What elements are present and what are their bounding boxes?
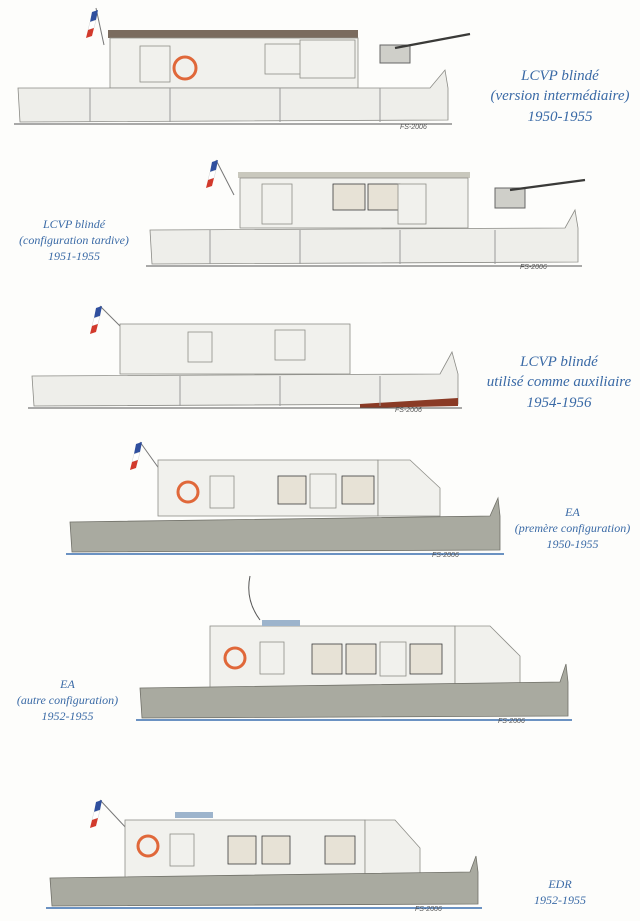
plate-caption: LCVP blindé (version intermédiaire) 1950… [480,66,640,127]
boat-drawing-lcvp-late [146,159,586,267]
french-flag-icon [206,159,235,196]
caption-dates: 1950-1955 [546,537,599,552]
machine-gun-icon [379,32,471,64]
plate-edr: FS-2006 EDR 1952-1955 [0,740,640,921]
french-flag-icon [90,799,129,831]
caption-subtitle: utilisé comme auxiliaire [486,374,632,391]
plate-caption: EA (autre configuration) 1952-1955 [0,676,135,725]
boat-drawing-ea-other [136,575,572,721]
plate-lcvp-auxiliary: FS-2006 LCVP blindé utilisé comme auxili… [0,300,640,430]
french-flag-icon [90,305,125,334]
boat-drawing-lcvp-intermediate [14,7,471,125]
caption-title: LCVP blindé [520,354,598,370]
plate-ea-other: FS-2006 EA (autre configuration) 1952-19… [0,570,640,740]
caption-dates: 1950-1955 [527,108,593,125]
caption-dates: 1952-1955 [41,709,94,724]
machine-gun-icon [494,178,586,209]
french-flag-icon [86,7,105,46]
plate-caption: EA (premère configuration) 1950-1955 [505,504,640,553]
caption-dates: 1952-1955 [534,893,586,908]
caption-dates: 1954-1956 [526,394,592,411]
caption-subtitle: (version intermédiaire) [490,88,630,105]
boat-drawing-lcvp-auxiliary [28,305,462,409]
artist-credit: FS-2006 [520,264,547,271]
plate-lcvp-intermediate: FS-2006 LCVP blindé (version intermédiai… [0,0,640,150]
caption-subtitle: (premère configuration) [514,521,631,536]
caption-subtitle: (configuration tardive) [19,233,129,248]
caption-title: EDR [548,877,572,891]
plate-ea-first: FS-2006 EA (premère configuration) 1950-… [0,430,640,570]
plate-caption: EDR 1952-1955 [500,876,620,908]
artist-credit: FS-2006 [432,552,459,559]
caption-title: EA [60,677,75,691]
plate-lcvp-late: FS-2006 LCVP blindé (configuration tardi… [0,150,640,300]
artist-credit: FS-2006 [415,906,442,913]
caption-dates: 1951-1955 [48,249,100,264]
artist-credit: FS-2006 [400,124,427,131]
boat-drawing-edr [46,799,482,909]
plate-caption: LCVP blindé (configuration tardive) 1951… [0,216,148,265]
caption-title: LCVP blindé [42,217,106,231]
caption-title: EA [565,505,580,519]
artist-credit: FS-2006 [498,718,525,725]
artist-credit: FS-2006 [395,407,422,414]
caption-title: LCVP blindé [521,68,599,84]
antenna-icon [248,575,261,621]
boat-drawing-ea-first [66,441,504,555]
caption-subtitle: (autre configuration) [16,693,119,708]
french-flag-icon [130,441,161,471]
plate-caption: LCVP blindé utilisé comme auxiliaire 195… [478,352,640,413]
